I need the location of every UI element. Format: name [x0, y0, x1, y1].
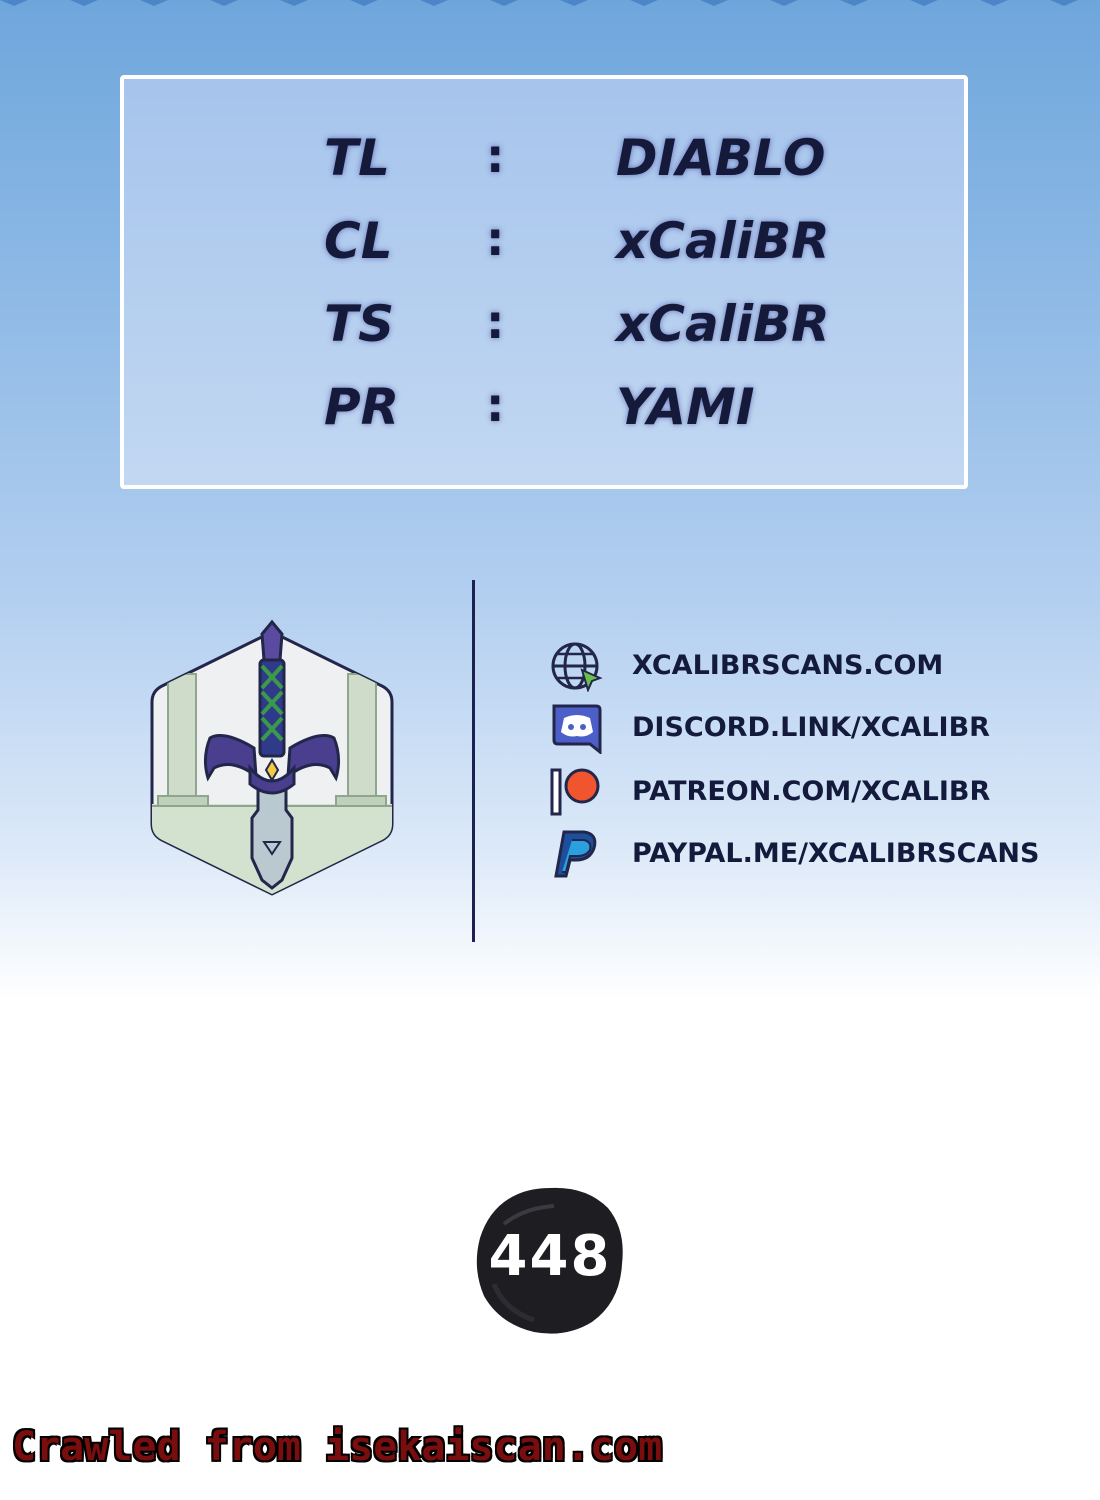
page-number-badge-icon — [476, 1187, 623, 1334]
discord-icon — [552, 704, 602, 754]
credit-separator: : — [486, 212, 505, 266]
credits-box: TL : DIABLO CL : xCaliBR TS : xCaliBR PR… — [120, 75, 968, 489]
link-patreon[interactable]: PATREON.COM/XCALIBR — [548, 766, 991, 818]
top-fringe-decoration — [0, 0, 1078, 6]
credit-name: xCaliBR — [616, 295, 830, 353]
credit-role: TS — [324, 295, 395, 353]
sword-logo-icon — [150, 619, 394, 896]
link-website[interactable]: XCALIBRSCANS.COM — [548, 640, 988, 692]
credit-row-cl: CL : xCaliBR — [124, 212, 964, 292]
credit-row-tl: TL : DIABLO — [124, 129, 964, 209]
credit-separator: : — [486, 378, 505, 432]
link-text: XCALIBRSCANS.COM — [632, 650, 944, 681]
credit-role: TL — [324, 129, 390, 187]
credit-row-ts: TS : xCaliBR — [124, 295, 964, 375]
credit-role: PR — [324, 378, 400, 436]
credit-name: xCaliBR — [616, 212, 830, 270]
link-text: PAYPAL.ME/XCALIBRSCANS — [632, 838, 1040, 869]
credit-separator: : — [486, 295, 505, 349]
link-text: DISCORD.LINK/XCALIBR — [632, 712, 990, 743]
link-discord[interactable]: DISCORD.LINK/XCALIBR — [548, 702, 990, 754]
crawled-watermark-text: Crawled from isekaiscan.com — [12, 1424, 663, 1470]
credit-name: YAMI — [616, 378, 755, 436]
credit-name: DIABLO — [616, 129, 826, 187]
credit-role: CL — [324, 212, 393, 270]
globe-icon — [551, 642, 603, 692]
vertical-divider — [472, 580, 475, 942]
link-paypal[interactable]: PAYPAL.ME/XCALIBRSCANS — [548, 828, 1039, 880]
credit-separator: : — [486, 129, 505, 183]
paypal-icon — [554, 830, 597, 878]
page-number: 448 — [488, 1224, 612, 1289]
patreon-icon — [550, 768, 600, 816]
credit-row-pr: PR : YAMI — [124, 378, 964, 458]
link-text: PATREON.COM/XCALIBR — [632, 776, 991, 807]
